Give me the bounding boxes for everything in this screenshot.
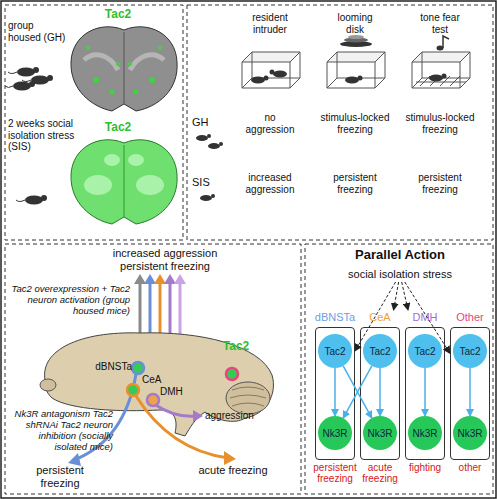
outcome-text: fighting bbox=[397, 462, 453, 473]
label-text: aggression bbox=[205, 410, 265, 422]
label-text: persistent freezing bbox=[325, 172, 385, 195]
neuron-circle: Nk3R bbox=[408, 416, 442, 450]
region-heading: Other bbox=[442, 310, 497, 324]
label-text: SIS bbox=[192, 176, 220, 189]
neuron-label: Nk3R bbox=[367, 428, 392, 439]
neuron-circle: Tac2 bbox=[318, 334, 352, 368]
outcome-text: persistent freezing bbox=[307, 462, 363, 484]
label-text: resident intruder bbox=[245, 12, 295, 35]
label-text: dBNSTa bbox=[86, 361, 132, 373]
label-text: persistent freezing bbox=[25, 464, 95, 489]
region-heading: dBNSTa bbox=[307, 310, 363, 324]
label-text: looming disk bbox=[330, 12, 380, 35]
label-text: 2 weeks social isolation stress (SIS) bbox=[8, 118, 84, 153]
label-text: Tac2 bbox=[98, 8, 138, 22]
label-text: Tac2 bbox=[216, 340, 256, 354]
neuron-circle: Nk3R bbox=[363, 416, 397, 450]
neuron-circle: Nk3R bbox=[453, 416, 487, 450]
neuron-circle: Tac2 bbox=[363, 334, 397, 368]
label-text: no aggression bbox=[240, 112, 300, 135]
connector-arrow bbox=[402, 282, 408, 310]
label-text: Parallel Action bbox=[315, 248, 485, 263]
region-column: dBNSTapersistent freezingTac2Nk3R bbox=[315, 310, 355, 460]
label-text: acute freezing bbox=[198, 464, 268, 477]
outcome-text: acute freezing bbox=[352, 462, 408, 484]
label-text: DMH bbox=[160, 386, 194, 398]
region-column: OtherotherTac2Nk3R bbox=[450, 310, 490, 460]
region-heading: CeA bbox=[352, 310, 408, 324]
stimulus-node: social isolation stress bbox=[345, 267, 455, 282]
label-text: Tac2 bbox=[98, 121, 138, 135]
label-text: GH bbox=[192, 116, 218, 129]
neuron-circle: Nk3R bbox=[318, 416, 352, 450]
label-text: tone fear test bbox=[415, 12, 465, 35]
label-text: CeA bbox=[142, 374, 172, 386]
neuron-label: Nk3R bbox=[457, 428, 482, 439]
neuron-circle: Tac2 bbox=[453, 334, 487, 368]
label-text: increased aggression bbox=[235, 172, 305, 195]
label-text: stimulus-locked freezing bbox=[403, 112, 477, 135]
connector-arrow bbox=[394, 282, 399, 310]
label-text: group housed (GH) bbox=[8, 20, 66, 43]
region-heading: DMH bbox=[397, 310, 453, 324]
label-text: persistent freezing bbox=[410, 172, 470, 195]
neuron-label: Tac2 bbox=[414, 346, 435, 357]
label-text: Tac2 overexpression + Tac2 neuron activa… bbox=[8, 284, 130, 317]
region-column: DMHfightingTac2Nk3R bbox=[405, 310, 445, 460]
neuron-circle: Tac2 bbox=[408, 334, 442, 368]
neuron-label: Nk3R bbox=[412, 428, 437, 439]
region-column: CeAacute freezingTac2Nk3R bbox=[360, 310, 400, 460]
label-text: Nk3R antagonism Tac2 shRNAi Tac2 neuron … bbox=[5, 409, 113, 453]
neuron-label: Tac2 bbox=[324, 346, 345, 357]
neuron-label: Tac2 bbox=[369, 346, 390, 357]
label-text: stimulus-locked freezing bbox=[318, 112, 392, 135]
outcome-text: other bbox=[442, 462, 497, 473]
node-text: social isolation stress bbox=[348, 268, 452, 280]
neuron-label: Tac2 bbox=[459, 346, 480, 357]
neuron-label: Nk3R bbox=[322, 428, 347, 439]
label-text: increased aggression persistent freezing bbox=[100, 247, 230, 272]
